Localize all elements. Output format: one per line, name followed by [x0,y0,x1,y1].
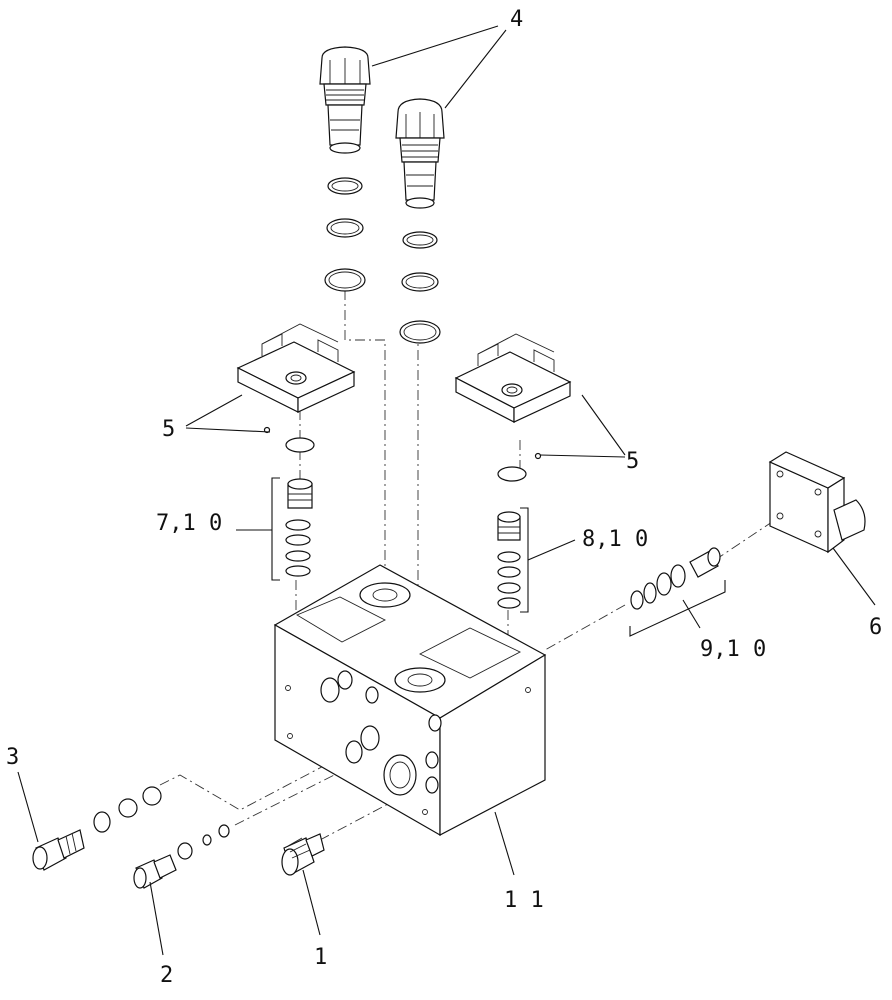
leader-5-right [539,394,626,458]
callout-9-10: 9,1 0 [700,637,766,662]
spool-stack-left [285,478,313,577]
leader-11 [494,811,515,876]
callout-8-10: 8,1 0 [582,527,648,552]
callout-1: 1 [314,945,327,970]
plug-2 [133,824,230,889]
cover-plate-left [236,323,356,453]
manifold-block-11 [273,564,547,837]
leader-1 [302,869,321,936]
callout-7-10: 7,1 0 [156,511,222,536]
leader-6 [832,547,876,606]
callout-5-right: 5 [626,449,639,474]
end-cover-6 [768,451,866,554]
cover-plate-right [454,333,572,482]
o-rings-left-stack [324,177,366,292]
bracket-8-10 [520,507,529,613]
bracket-7-10 [271,477,280,581]
cartridge-valve-right [395,98,445,209]
fitting-1 [281,833,325,876]
callout-3: 3 [6,745,19,770]
spring-stack-9 [630,547,721,610]
callout-11: 1 1 [504,888,544,913]
o-rings-right-stack [399,231,441,344]
leader-3 [17,771,39,843]
leader-2 [149,881,164,956]
leader-5-left [185,394,271,433]
leader-4 [371,25,507,109]
plug-3 [32,786,162,871]
callout-4: 4 [510,7,523,32]
callout-6: 6 [869,615,882,640]
callout-5-left: 5 [162,417,175,442]
callout-2: 2 [160,963,173,988]
bracket-9-10 [629,580,726,637]
leader-8-10 [527,539,576,561]
cartridge-valve-left [319,46,371,154]
spool-stack-right [497,511,521,609]
leader-9-10 [682,599,701,629]
